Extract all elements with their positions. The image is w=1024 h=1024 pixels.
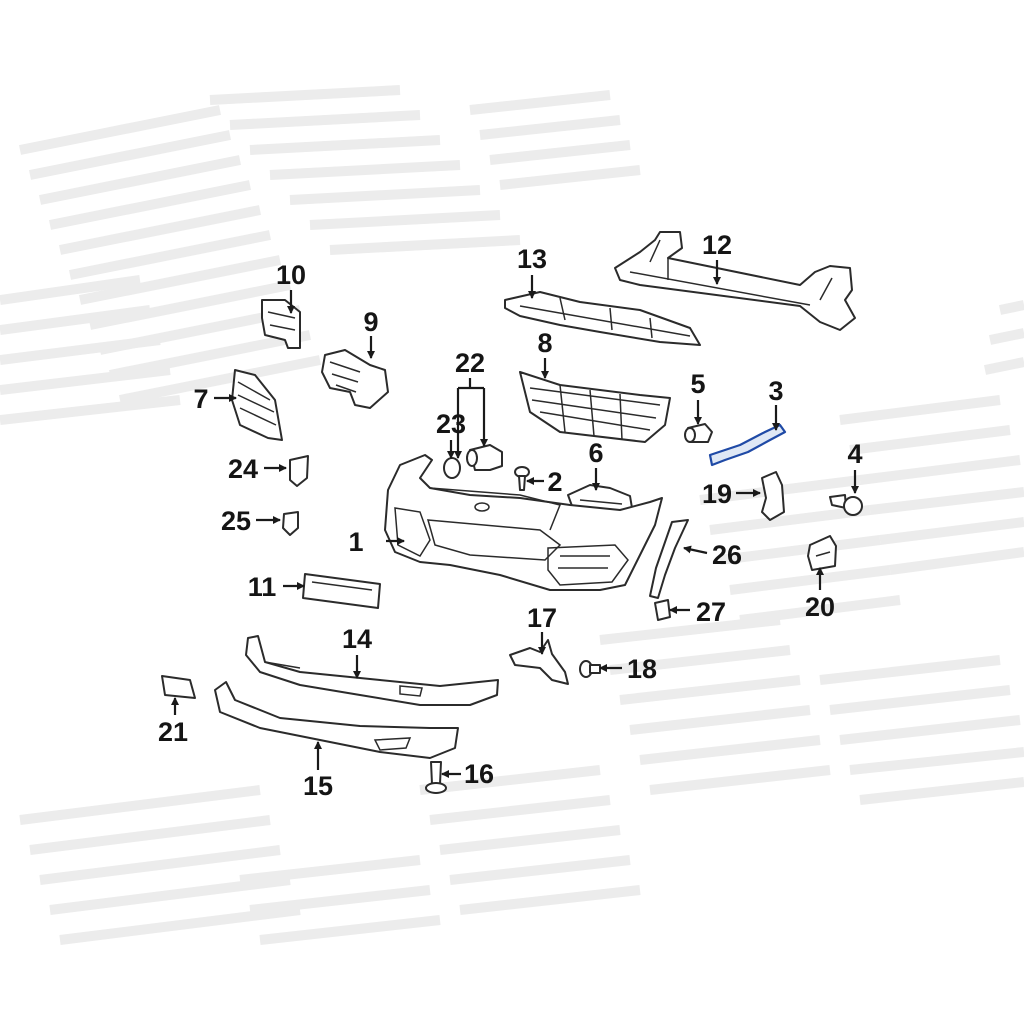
- part-7-side-grille[interactable]: [231, 369, 283, 441]
- callout-numbers: 1 2 3 4 5 6 7 8 9 10 11 12 13 14 15 16 1…: [158, 230, 863, 801]
- part-25-emblem[interactable]: [282, 511, 299, 536]
- part-11-license-plate-bracket[interactable]: [302, 573, 381, 609]
- callout-11: 11: [248, 572, 277, 602]
- leader-lines: [171, 260, 859, 778]
- part-26-molding[interactable]: [649, 519, 689, 599]
- part-2-screw[interactable]: [514, 466, 530, 491]
- callout-6: 6: [588, 438, 603, 468]
- part-4-push-clip[interactable]: [829, 494, 863, 516]
- part-12-reinforcement-bar[interactable]: [614, 231, 856, 331]
- part-16-bolt[interactable]: [425, 761, 447, 794]
- part-8-center-grille[interactable]: [519, 371, 671, 443]
- part-5-bolt[interactable]: [684, 423, 713, 443]
- callout-16: 16: [464, 759, 494, 789]
- part-13-upper-guide[interactable]: [504, 291, 701, 346]
- callout-4: 4: [847, 439, 862, 469]
- part-23-sensor-ring[interactable]: [443, 457, 461, 479]
- callout-12: 12: [702, 230, 732, 260]
- callout-8: 8: [537, 328, 552, 358]
- part-20-side-bracket[interactable]: [807, 535, 837, 571]
- callout-20: 20: [805, 592, 835, 622]
- callout-19: 19: [702, 479, 732, 509]
- part-24-emblem[interactable]: [289, 455, 309, 487]
- watermark: [0, 85, 1024, 945]
- part-3-bracket-highlighted[interactable]: [708, 423, 787, 467]
- callout-22: 22: [455, 348, 485, 378]
- callout-23: 23: [436, 409, 466, 439]
- part-21-cover[interactable]: [161, 675, 196, 699]
- callout-15: 15: [303, 771, 333, 801]
- part-14-lower-spoiler[interactable]: [245, 635, 499, 706]
- part-27-clip[interactable]: [654, 599, 671, 621]
- callout-13: 13: [517, 244, 547, 274]
- callout-9: 9: [363, 307, 378, 337]
- part-17-lower-bracket[interactable]: [509, 639, 569, 685]
- callout-1: 1: [348, 527, 363, 557]
- part-15-lower-trim[interactable]: [214, 681, 459, 759]
- callout-18: 18: [627, 654, 657, 684]
- part-22-parking-sensor[interactable]: [466, 444, 503, 471]
- callout-2: 2: [547, 467, 562, 497]
- callout-21: 21: [158, 717, 188, 747]
- callout-27: 27: [696, 597, 726, 627]
- callout-5: 5: [690, 369, 705, 399]
- callout-7: 7: [193, 384, 208, 414]
- part-1-bumper-cover[interactable]: [384, 454, 663, 591]
- callout-10: 10: [276, 260, 306, 290]
- callout-24: 24: [228, 454, 258, 484]
- callout-17: 17: [527, 603, 557, 633]
- part-18-screw[interactable]: [579, 660, 601, 678]
- part-19-side-bracket[interactable]: [761, 471, 785, 521]
- callout-14: 14: [342, 624, 372, 654]
- callout-3: 3: [768, 376, 783, 406]
- part-9-air-duct[interactable]: [321, 349, 389, 409]
- callout-26: 26: [712, 540, 742, 570]
- callout-25: 25: [221, 506, 251, 536]
